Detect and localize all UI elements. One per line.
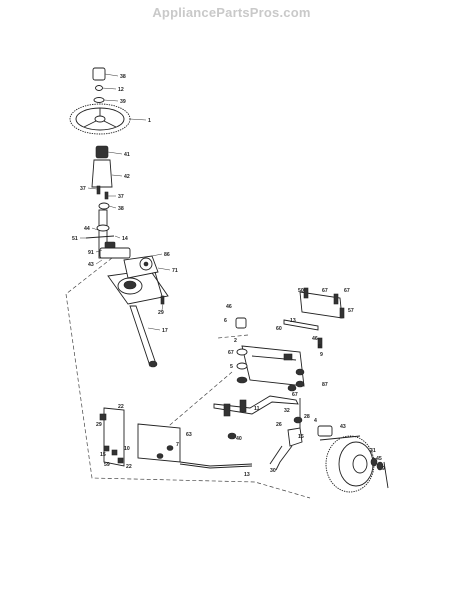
label-r-87: 87 — [322, 382, 328, 388]
label-l-22b: 22 — [126, 464, 132, 470]
dashed-guide-right — [217, 334, 249, 339]
label-bolt-l: 37 — [80, 186, 86, 192]
label-r-30: 30 — [270, 468, 276, 474]
label-r-9: 9 — [320, 352, 323, 358]
label-r-9b: 9 — [382, 466, 385, 472]
label-r-43: 43 — [340, 424, 346, 430]
label-r-2: 2 — [234, 338, 237, 344]
label-r-6: 6 — [224, 318, 227, 324]
steering-wheel — [69, 103, 131, 135]
label-r-50: 50 — [298, 288, 304, 294]
label-r-13: 13 — [290, 318, 296, 324]
label-nut-top: 12 — [118, 87, 124, 93]
label-r-67b: 67 — [344, 288, 350, 294]
front-axle — [235, 317, 305, 387]
steering-tube — [91, 159, 113, 188]
label-r-45: 45 — [376, 456, 382, 462]
label-r-67a: 67 — [322, 288, 328, 294]
label-bushing: 41 — [124, 152, 130, 158]
label-shaft-end: 38 — [118, 206, 124, 212]
label-washer-l: 44 — [84, 226, 90, 232]
link-rod — [179, 461, 253, 469]
steering-shaft — [85, 209, 131, 259]
left-support-plate — [99, 407, 181, 467]
front-wheel — [317, 425, 389, 493]
label-r-60: 60 — [276, 326, 282, 332]
label-bracket-l2: 43 — [88, 262, 94, 268]
label-r-5: 5 — [230, 364, 233, 370]
label-cap: 38 — [120, 74, 126, 80]
label-r-31: 31 — [370, 448, 376, 454]
label-r-26: 26 — [276, 422, 282, 428]
label-r-46b: 46 — [312, 336, 318, 342]
steering-gear-plate — [107, 255, 169, 305]
label-r-57: 57 — [348, 308, 354, 314]
label-r-67d: 67 — [292, 392, 298, 398]
label-l-7: 7 — [176, 442, 179, 448]
dashed-guide-left — [65, 257, 311, 499]
label-l-15: 15 — [100, 452, 106, 458]
steering-cap — [92, 67, 106, 81]
label-r-32: 32 — [284, 408, 290, 414]
spindle-linkage — [213, 384, 303, 471]
label-r-15: 15 — [298, 434, 304, 440]
label-r-67c: 67 — [228, 350, 234, 356]
label-bolt-r: 37 — [118, 194, 124, 200]
label-pin-r: 14 — [122, 236, 128, 242]
label-r-11: 11 — [254, 406, 260, 412]
label-r-28: 28 — [304, 414, 310, 420]
label-l-29: 29 — [96, 422, 102, 428]
label-l-10: 10 — [124, 446, 130, 452]
label-l-63: 63 — [186, 432, 192, 438]
steering-bolts — [96, 185, 110, 210]
label-r-8: 8 — [318, 344, 321, 350]
label-bracket-l: 91 — [88, 250, 94, 256]
drag-link — [129, 305, 158, 368]
label-washer-top: 39 — [120, 99, 126, 105]
label-tube: 42 — [124, 174, 130, 180]
label-drag-link: 17 — [162, 328, 168, 334]
label-r-4: 4 — [314, 418, 317, 424]
label-bolt-29: 29 — [158, 310, 164, 316]
label-gear-r: 71 — [172, 268, 178, 274]
leader-lines — [80, 73, 171, 331]
label-l-13: 13 — [244, 472, 250, 478]
label-gear: 86 — [164, 252, 170, 258]
label-r-46: 46 — [226, 304, 232, 310]
tie-rod — [283, 287, 345, 388]
steering-bushing — [95, 145, 109, 159]
label-r-40: 40 — [236, 436, 242, 442]
dashed-guide-mid — [149, 371, 233, 443]
top-washer — [93, 97, 105, 103]
label-wheel: 1 — [148, 118, 151, 124]
part-labels: 38 12 39 1 41 42 37 37 38 44 51 14 91 43… — [72, 74, 385, 478]
label-l-22: 22 — [118, 404, 124, 410]
top-nut — [95, 85, 103, 91]
label-l-59: 59 — [104, 462, 110, 468]
label-pin-l: 51 — [72, 236, 78, 242]
watermark: AppliancePartsPros.com — [152, 5, 311, 20]
